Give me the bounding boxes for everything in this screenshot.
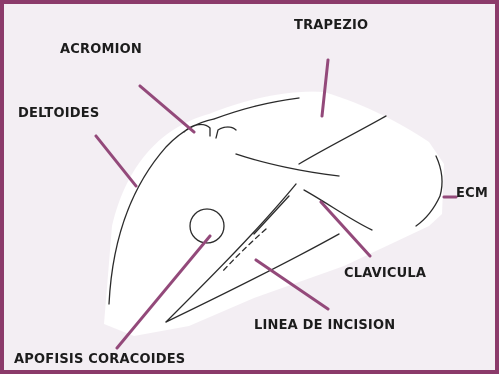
leader-deltoides xyxy=(96,136,136,186)
label-deltoides: DELTOIDES xyxy=(18,106,99,121)
label-apofisis-coracoides: APOFISIS CORACOIDES xyxy=(14,352,185,367)
anatomy-drawing xyxy=(4,4,495,370)
label-clavicula: CLAVICULA xyxy=(344,266,426,281)
label-acromion: ACROMION xyxy=(60,42,142,57)
label-trapezio: TRAPEZIO xyxy=(294,18,368,33)
shoulder-silhouette xyxy=(104,92,444,336)
leader-acromion xyxy=(140,86,194,132)
label-ecm: ECM xyxy=(456,186,488,201)
label-linea-de-incision: LINEA DE INCISION xyxy=(254,318,395,333)
